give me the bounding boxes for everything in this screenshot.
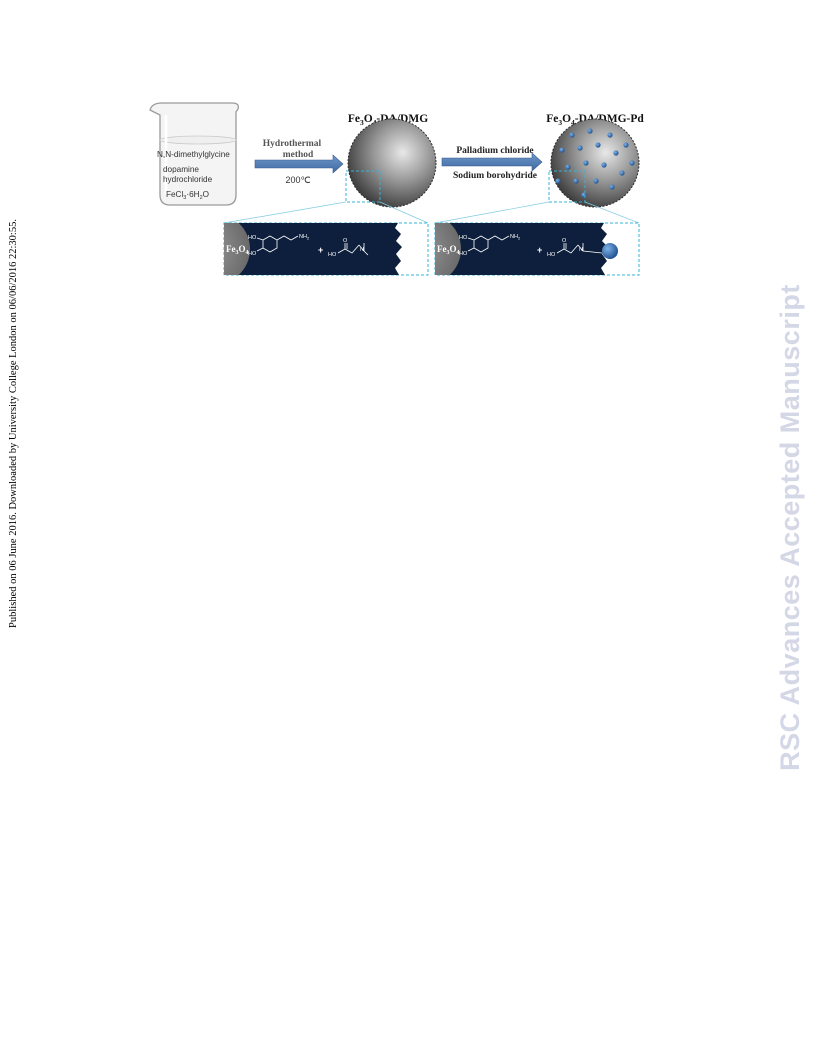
svg-text:+: + xyxy=(537,245,542,255)
step1-label-line1: Hydrothermal xyxy=(263,139,322,149)
zoom-box-1 xyxy=(345,170,381,203)
pd-particle-large xyxy=(602,243,618,259)
watermark: RSC Advances Accepted Manuscript xyxy=(770,255,810,800)
reagent-ferric-chloride: FeCl3·6H2O xyxy=(166,190,209,201)
synthesis-scheme-figure: N,N-dimethylglycine dopamine hydrochlori… xyxy=(140,95,660,285)
surface-panel-2: Fe3O4 HO HO NH2 + HO O N xyxy=(434,222,640,276)
svg-text:N: N xyxy=(579,247,583,253)
core-label-1: Fe3O4 xyxy=(226,244,249,256)
reagent-hydrochloride: hydrochloride xyxy=(163,175,213,184)
fe3o4-sphere xyxy=(347,118,437,208)
reagent-dopamine: dopamine xyxy=(163,165,199,174)
svg-text:NH2: NH2 xyxy=(510,234,521,241)
svg-text:N: N xyxy=(360,247,364,253)
svg-text:+: + xyxy=(318,245,323,255)
publication-side-note: Published on 06 June 2016. Downloaded by… xyxy=(4,219,22,628)
reagent-dimethylglycine: N,N-dimethylglycine xyxy=(157,150,230,159)
beaker xyxy=(149,102,240,206)
zoom-box-2 xyxy=(548,170,586,203)
svg-text:HO: HO xyxy=(459,251,468,257)
surface-panel-1: Fe3O4 HO HO NH2 + HO O N xyxy=(223,222,429,276)
publication-side-note-text: Published on 06 June 2016. Downloaded by… xyxy=(7,218,19,628)
svg-text:O: O xyxy=(562,238,567,244)
watermark-text: RSC Advances Accepted Manuscript xyxy=(774,284,805,771)
fe3o4-pd-sphere xyxy=(550,118,640,208)
svg-text:HO: HO xyxy=(547,252,556,258)
svg-text:HO: HO xyxy=(248,235,257,241)
svg-text:O: O xyxy=(343,238,348,244)
svg-text:HO: HO xyxy=(248,251,257,257)
svg-text:HO: HO xyxy=(459,235,468,241)
svg-text:NH2: NH2 xyxy=(299,234,310,241)
step1-temperature: 200℃ xyxy=(285,175,310,185)
step1-arrow xyxy=(254,154,344,174)
step2-arrow xyxy=(441,152,543,172)
svg-text:HO: HO xyxy=(328,252,337,258)
step2-label-line1: Palladium chloride xyxy=(456,146,533,156)
synthesis-scheme-svg: N,N-dimethylglycine dopamine hydrochlori… xyxy=(149,102,644,276)
core-label-2: Fe3O4 xyxy=(437,244,460,256)
step1-label-line2: method xyxy=(283,150,314,160)
step2-label-line2: Sodium borohydride xyxy=(453,171,537,181)
